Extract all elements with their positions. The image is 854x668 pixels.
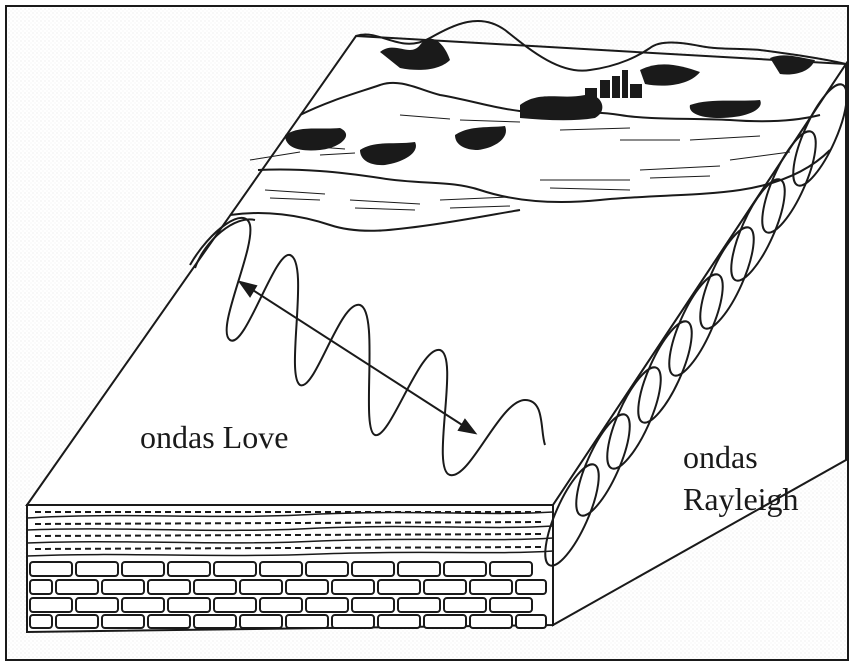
rayleigh-waves-label-line1: ondas bbox=[683, 439, 758, 475]
love-waves-label: ondas Love bbox=[140, 419, 288, 455]
rayleigh-waves-label-line2: Rayleigh bbox=[683, 481, 799, 517]
